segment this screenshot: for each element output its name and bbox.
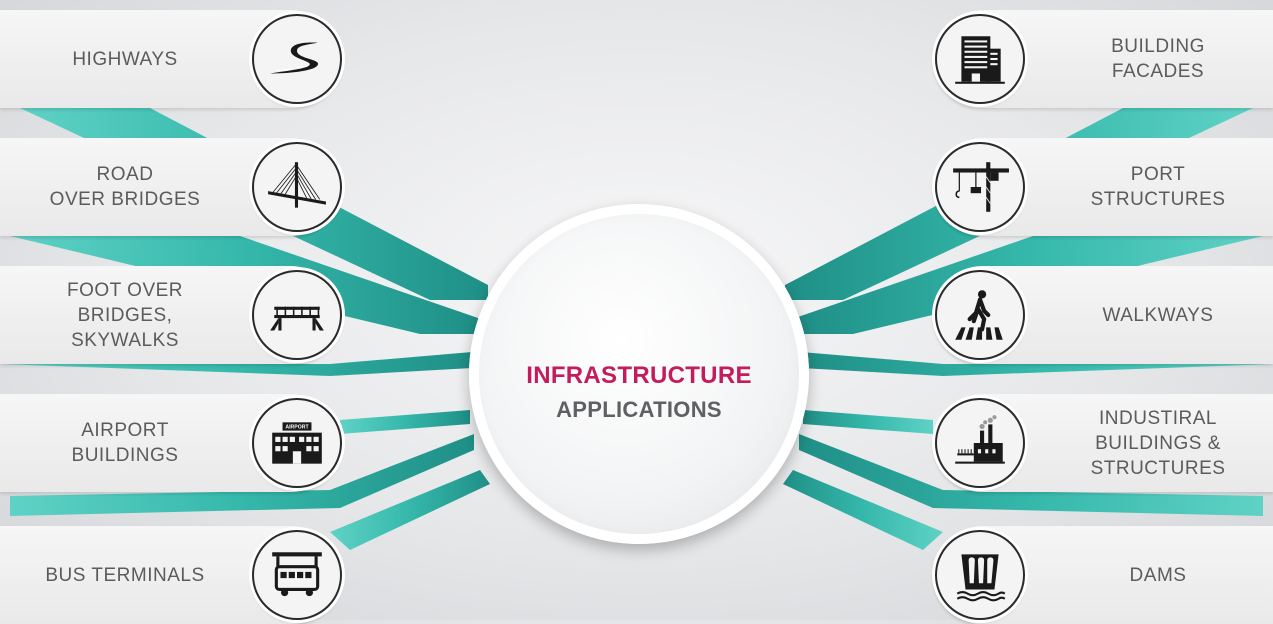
pedestrian-crossing-icon <box>935 270 1025 360</box>
ribbon-right-6 <box>783 470 943 550</box>
panel-industrial-buildings: INDUSTIRAL BUILDINGS & STRUCTURES <box>933 394 1273 492</box>
label-industrial-buildings: INDUSTIRAL BUILDINGS & STRUCTURES <box>1090 407 1226 479</box>
label-dams: DAMS <box>1129 564 1187 586</box>
factory-icon <box>935 398 1025 488</box>
panel-highways: HIGHWAYS <box>0 10 342 108</box>
panel-port-structures: PORT STRUCTURES <box>933 138 1273 236</box>
airport-icon: AIRPORT <box>252 398 342 488</box>
panel-walkways: WALKWAYS <box>933 266 1273 364</box>
label-port-structures: PORT STRUCTURES <box>1090 164 1226 210</box>
label-foot-over-bridges: FOOT OVER BRIDGES, SKYWALKS <box>66 279 184 351</box>
panel-dams: DAMS <box>933 526 1273 624</box>
label-walkways: WALKWAYS <box>1102 304 1214 326</box>
dam-icon <box>935 530 1025 620</box>
ribbon-left-3 <box>0 352 472 376</box>
hub-title: INFRASTRUCTURE <box>526 362 752 389</box>
airport-sign-text: AIRPORT <box>285 425 309 431</box>
panel-road-over-bridges: ROAD OVER BRIDGES <box>0 138 342 236</box>
panel-bus-terminals: BUS TERMINALS <box>0 526 342 624</box>
hub-subtitle: APPLICATIONS <box>556 397 722 422</box>
ribbon-left-5 <box>340 410 470 434</box>
label-road-over-bridges: ROAD OVER BRIDGES <box>49 164 201 210</box>
ribbon-left-6 <box>330 470 490 550</box>
panel-building-facades: BUILDING FACADES <box>933 10 1273 108</box>
ribbon-right-5 <box>803 410 933 434</box>
office-building-icon <box>935 14 1025 104</box>
label-highways: HIGHWAYS <box>72 48 178 70</box>
ribbon-right-4 <box>799 434 1263 516</box>
label-bus-terminals: BUS TERMINALS <box>45 564 205 586</box>
panel-airport-buildings: AIRPORT BUILDINGS AIRPORT <box>0 394 342 492</box>
label-airport-buildings: AIRPORT BUILDINGS <box>71 420 179 466</box>
center-hub: INFRASTRUCTURE APPLICATIONS <box>469 204 809 544</box>
bus-icon <box>252 530 342 620</box>
crane-icon <box>935 142 1025 232</box>
highway-icon <box>252 14 342 104</box>
ribbon-left-4 <box>10 434 474 516</box>
label-building-facades: BUILDING FACADES <box>1111 36 1205 82</box>
ribbon-right-3 <box>801 352 1273 376</box>
footbridge-icon <box>252 270 342 360</box>
panel-foot-over-bridges: FOOT OVER BRIDGES, SKYWALKS <box>0 266 342 364</box>
cable-bridge-icon <box>252 142 342 232</box>
